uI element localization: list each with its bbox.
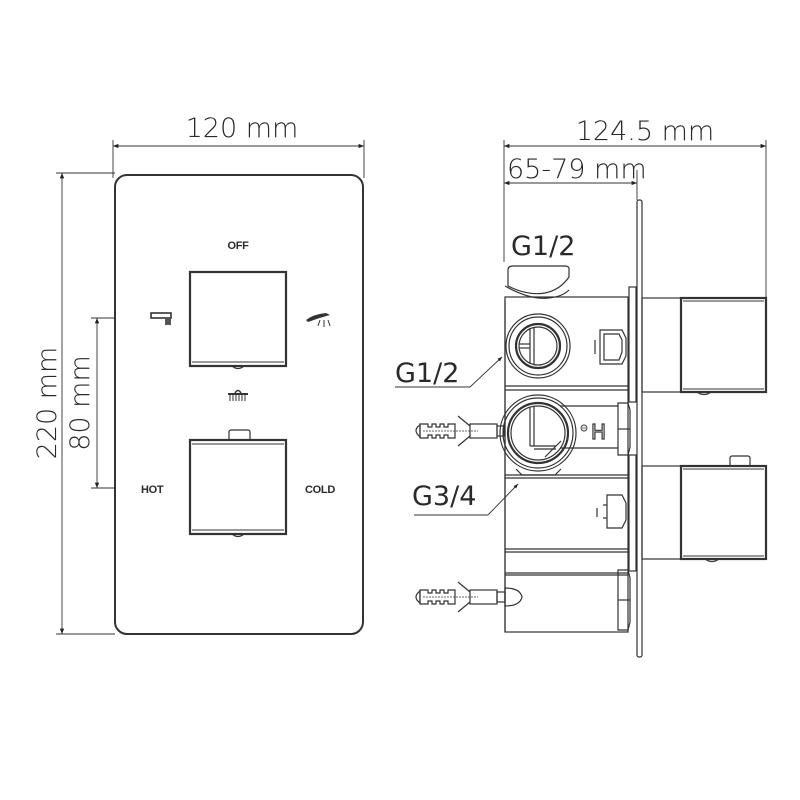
mounting-frame-upper xyxy=(628,286,637,403)
valve-body xyxy=(504,265,629,633)
off-label: OFF xyxy=(227,240,249,252)
cartridge-cap-upper xyxy=(594,329,627,365)
outlet-port xyxy=(505,313,571,379)
install-depth-dimension: 65-79 mm xyxy=(504,154,647,200)
thermostat-handle-side xyxy=(641,455,768,563)
total-depth-dimension: 124.5 mm xyxy=(503,116,767,298)
hex-nut-upper xyxy=(617,402,631,456)
handle-spacing-label: 80 mm xyxy=(65,355,96,451)
diverter-handle xyxy=(188,270,288,370)
hand-shower-icon xyxy=(306,313,331,327)
outlet-port-label: G1/2 xyxy=(395,358,459,389)
width-dimension: 120 mm xyxy=(112,113,365,178)
diverter-handle-side xyxy=(641,296,768,396)
inlet-port xyxy=(499,394,577,476)
install-depth-label: 65-79 mm xyxy=(507,154,647,185)
front-view: 120 mm 220 mm 80 mm OFF xyxy=(32,113,365,635)
wall-anchor-upper xyxy=(415,415,505,447)
bath-spout-icon xyxy=(150,312,172,325)
mounting-frame-lower xyxy=(628,454,637,572)
hot-label: HOT xyxy=(141,484,164,496)
overhead-shower-icon xyxy=(228,389,248,401)
hot-mark-label: H xyxy=(591,420,606,444)
width-label: 120 mm xyxy=(186,113,299,144)
cold-label: COLD xyxy=(305,484,335,496)
hot-mark: H xyxy=(580,419,607,445)
total-depth-label: 124.5 mm xyxy=(576,116,714,147)
inlet-port-leader: G3/4 xyxy=(412,481,519,516)
top-port-label: G1/2 xyxy=(511,231,575,262)
thermostat-handle xyxy=(188,429,288,538)
inlet-port-label: G3/4 xyxy=(412,481,476,512)
height-label: 220 mm xyxy=(32,347,63,460)
height-dimension: 220 mm xyxy=(32,172,115,635)
cartridge-cap-middle xyxy=(596,494,627,529)
side-view: 124.5 mm 65-79 mm G1/2 xyxy=(395,116,768,658)
cover-plate xyxy=(114,174,364,635)
hex-nut-lower xyxy=(617,569,631,631)
wall-anchor-lower xyxy=(415,581,523,613)
outlet-port-leader: G1/2 xyxy=(395,356,503,389)
handle-spacing-dimension: 80 mm xyxy=(65,317,135,489)
cover-plate-profile xyxy=(636,199,643,658)
